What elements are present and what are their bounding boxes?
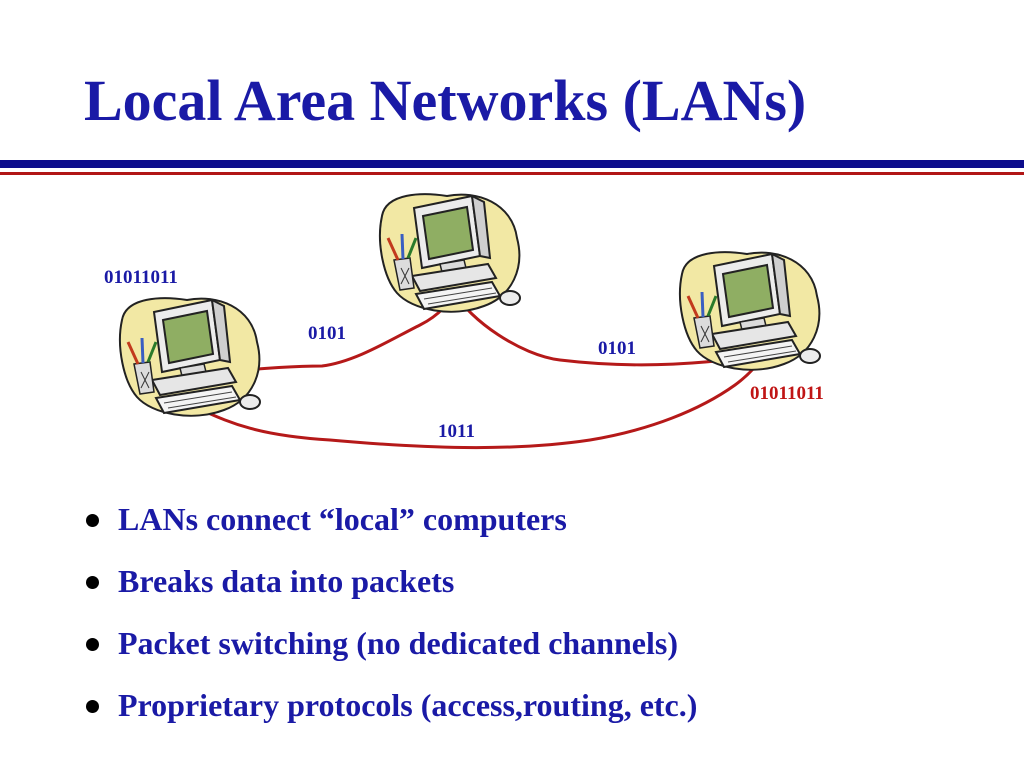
bullet-list: LANs connect “local” computers Breaks da… — [80, 496, 697, 744]
bullet-item: LANs connect “local” computers — [80, 496, 697, 558]
bullet-item: Proprietary protocols (access,routing, e… — [80, 682, 697, 744]
cable-left-right — [189, 355, 764, 450]
bullet-item: Packet switching (no dedicated channels) — [80, 620, 697, 682]
packet-label-left-top: 0101 — [308, 323, 346, 344]
slide-title: Local Area Networks (LANs) — [84, 68, 807, 133]
bullet-icon — [86, 638, 99, 651]
computer-icon-top — [378, 192, 522, 314]
right-data-label: 01011011 — [750, 383, 824, 404]
lan-diagram: 01011011 0101 0101 01011011 1011 — [104, 192, 824, 450]
bullet-text: Packet switching (no dedicated channels) — [118, 625, 678, 661]
title-rule-red — [0, 172, 1024, 175]
bullet-text: Breaks data into packets — [118, 563, 455, 599]
bullet-text: Proprietary protocols (access,routing, e… — [118, 687, 698, 723]
computer-icon-left — [118, 296, 262, 418]
bullet-icon — [86, 576, 99, 589]
title-rule-blue — [0, 160, 1024, 168]
bullet-item: Breaks data into packets — [80, 558, 697, 620]
packet-label-top-right: 0101 — [598, 338, 636, 359]
bullet-icon — [86, 700, 99, 713]
left-data-label: 01011011 — [104, 267, 178, 288]
packet-label-bottom: 1011 — [438, 421, 475, 442]
computer-icon-right — [678, 250, 822, 372]
bullet-icon — [86, 514, 99, 527]
bullet-text: LANs connect “local” computers — [118, 501, 567, 537]
